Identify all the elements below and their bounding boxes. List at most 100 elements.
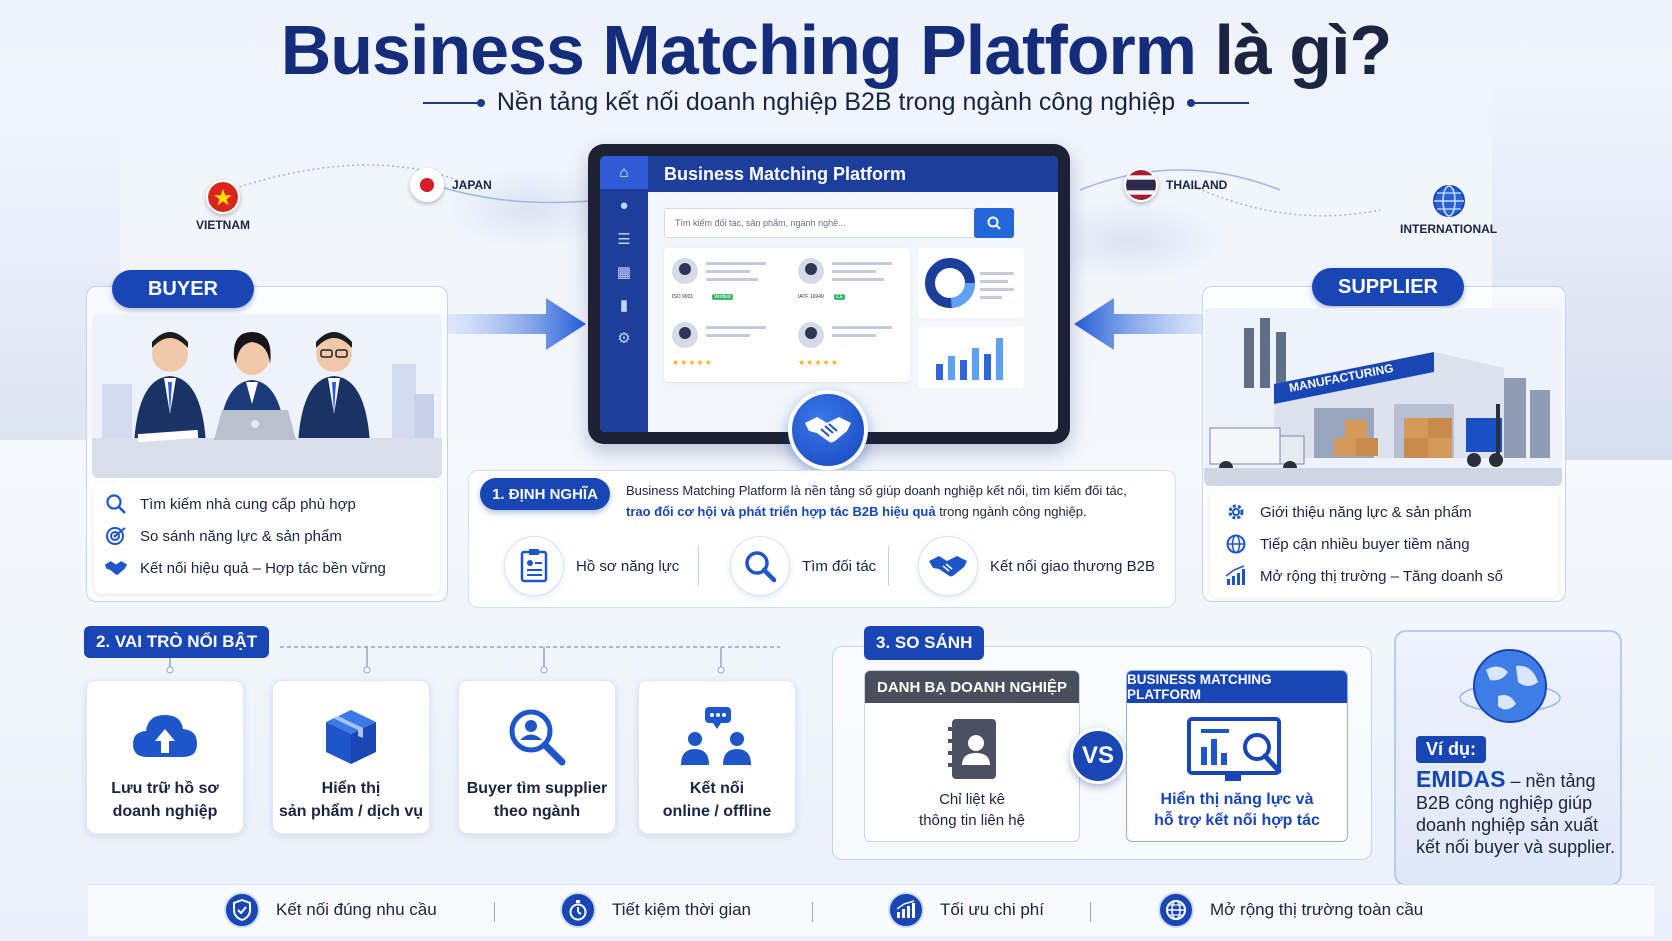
buyer-item-text: So sánh năng lực & sản phẩm — [140, 527, 342, 545]
product-box-icon — [322, 697, 380, 777]
platform-header: Business Matching Platform — [648, 156, 1058, 192]
platform-search-input[interactable]: Tìm kiếm đối tác, sản phẩm, ngành nghề..… — [664, 208, 1014, 238]
international-label: INTERNATIONAL — [1400, 222, 1498, 236]
flag-international: INTERNATIONAL — [1400, 184, 1497, 236]
profile-cert-tag: IATF 16949 — [798, 294, 824, 300]
roles-connector — [166, 646, 780, 674]
list-item: Giới thiệu năng lực & sản phẩm — [1224, 496, 1544, 528]
target-icon — [106, 527, 126, 545]
gear-icon — [1228, 504, 1244, 520]
list-item: So sánh năng lực & sản phẩm — [104, 520, 430, 552]
platform-screen: ⌂ ● ☰ ▦ ▮ ⚙ Business Matching Platform T… — [600, 156, 1058, 432]
platform-tablet: ⌂ ● ☰ ▦ ▮ ⚙ Business Matching Platform T… — [588, 144, 1070, 444]
list-item: Tìm kiếm nhà cung cấp phù hợp — [104, 488, 430, 520]
list-item: Tiếp cận nhiều buyer tiềm năng — [1224, 528, 1544, 560]
example-text: EMIDAS – nền tảng B2B công nghiệp giúp d… — [1416, 768, 1616, 858]
supplier-item-text: Giới thiệu năng lực & sản phẩm — [1260, 503, 1472, 521]
definition-line-1: Business Matching Platform là nền tảng s… — [626, 483, 1127, 498]
buyer-item-text: Tìm kiếm nhà cung cấp phù hợp — [140, 495, 356, 513]
buyer-item-text: Kết nối hiệu quả – Hợp tác bền vững — [140, 559, 386, 577]
list-item: Mở rộng thị trường – Tăng doanh số — [1224, 560, 1544, 592]
compare-tag: 3. SO SÁNH — [864, 626, 985, 660]
cloud-upload-icon — [131, 697, 199, 777]
definition-text: Business Matching Platform là nền tảng s… — [626, 480, 1166, 522]
benefit-divider — [812, 902, 813, 922]
benefit-text: Kết nối đúng nhu cầu — [276, 900, 437, 919]
page-title: Business Matching Platform là gì? — [0, 10, 1672, 90]
roles-tag: 2. VAI TRÒ NỔI BẬT — [84, 626, 270, 658]
definition-tag: 1. ĐỊNH NGHĨA — [480, 478, 610, 510]
subtitle-line-left — [422, 98, 485, 107]
example-card: Ví dụ: EMIDAS – nền tảng B2B công nghiệp… — [1394, 630, 1622, 886]
profile-badge: Verified — [712, 294, 733, 300]
compare-directory-header: DANH BẠ DOANH NGHIỆP — [865, 671, 1079, 703]
search-user-icon — [507, 697, 567, 777]
user-icon[interactable]: ● — [619, 197, 629, 214]
benefit-item: Tiết kiệm thời gian — [560, 892, 751, 928]
thailand-flag-icon — [1124, 168, 1158, 202]
benefit-item: Tối ưu chi phí — [888, 892, 1044, 928]
flag-thailand: THAILAND — [1124, 168, 1227, 202]
globe-icon — [1226, 534, 1246, 554]
benefit-text: Tiết kiệm thời gian — [612, 900, 752, 919]
thailand-label: THAILAND — [1166, 178, 1228, 192]
definition-line-2-rest: trong ngành công nghiệp. — [935, 504, 1087, 519]
profile-card[interactable]: ★★★★★ — [668, 318, 778, 378]
calendar-icon[interactable]: ▦ — [616, 263, 632, 281]
profile-card[interactable]: ★★★★★ — [794, 318, 904, 378]
benefit-divider — [494, 902, 495, 922]
shield-check-icon — [224, 892, 260, 928]
feature-profile: Hồ sơ năng lực — [504, 536, 679, 596]
list-item: Kết nối hiệu quả – Hợp tác bền vững — [104, 552, 430, 584]
profile-cert-tag: ISO 9001 — [672, 294, 694, 300]
profile-card[interactable]: ISO 9001 Verified — [668, 254, 778, 314]
bar-chart-icon — [936, 338, 1003, 380]
benefit-text: Tối ưu chi phí — [940, 900, 1044, 919]
donut-chart-widget — [918, 248, 1024, 318]
factory-illustration: MANUFACTURING — [1204, 308, 1562, 486]
magnifier-icon — [730, 536, 790, 596]
benefit-text: Mở rộng thị trường toàn cầu — [1210, 900, 1424, 919]
japan-flag-icon — [410, 168, 444, 202]
benefit-item: Kết nối đúng nhu cầu — [224, 892, 437, 928]
supplier-label: SUPPLIER — [1312, 268, 1464, 306]
benefit-item: Mở rộng thị trường toàn cầu — [1158, 892, 1423, 928]
donut-chart-icon — [925, 258, 1014, 308]
platform-sidebar: ⌂ ● ☰ ▦ ▮ ⚙ — [600, 156, 648, 432]
cost-chart-icon — [888, 892, 924, 928]
buyer-team-illustration — [92, 314, 442, 478]
handshake-icon — [104, 561, 128, 575]
vietnam-label: VIETNAM — [196, 218, 250, 232]
growth-chart-icon — [1225, 565, 1245, 585]
home-icon[interactable]: ⌂ — [600, 156, 648, 189]
chart-icon[interactable]: ▮ — [619, 296, 629, 314]
feature-label: Hồ sơ năng lực — [576, 557, 680, 575]
list-icon[interactable]: ☰ — [617, 230, 631, 248]
monitor-analysis-icon — [1127, 717, 1347, 783]
supplier-item-text: Mở rộng thị trường – Tăng doanh số — [1260, 567, 1503, 585]
supplier-item-text: Tiếp cận nhiều buyer tiềm năng — [1260, 535, 1470, 553]
platform-search-button[interactable] — [974, 208, 1014, 238]
globe-icon — [1432, 185, 1465, 217]
globe-icon — [1459, 649, 1561, 723]
search-icon — [987, 216, 1001, 230]
feature-label: Kết nối giao thương B2B — [990, 557, 1155, 575]
settings-icon[interactable]: ⚙ — [617, 329, 631, 347]
search-icon — [106, 494, 126, 514]
feature-b2b-connect: Kết nối giao thương B2B — [918, 536, 1155, 596]
profile-document-icon — [504, 536, 564, 596]
title-main: Business Matching Platform — [280, 11, 1197, 89]
bar-chart-widget — [918, 326, 1024, 388]
feature-divider — [698, 546, 699, 586]
arrow-left-icon — [1074, 298, 1220, 350]
compare-platform: BUSINESS MATCHING PLATFORM Hiển thị năng… — [1126, 670, 1348, 842]
profile-card[interactable]: IATF 16949 CE — [794, 254, 904, 314]
